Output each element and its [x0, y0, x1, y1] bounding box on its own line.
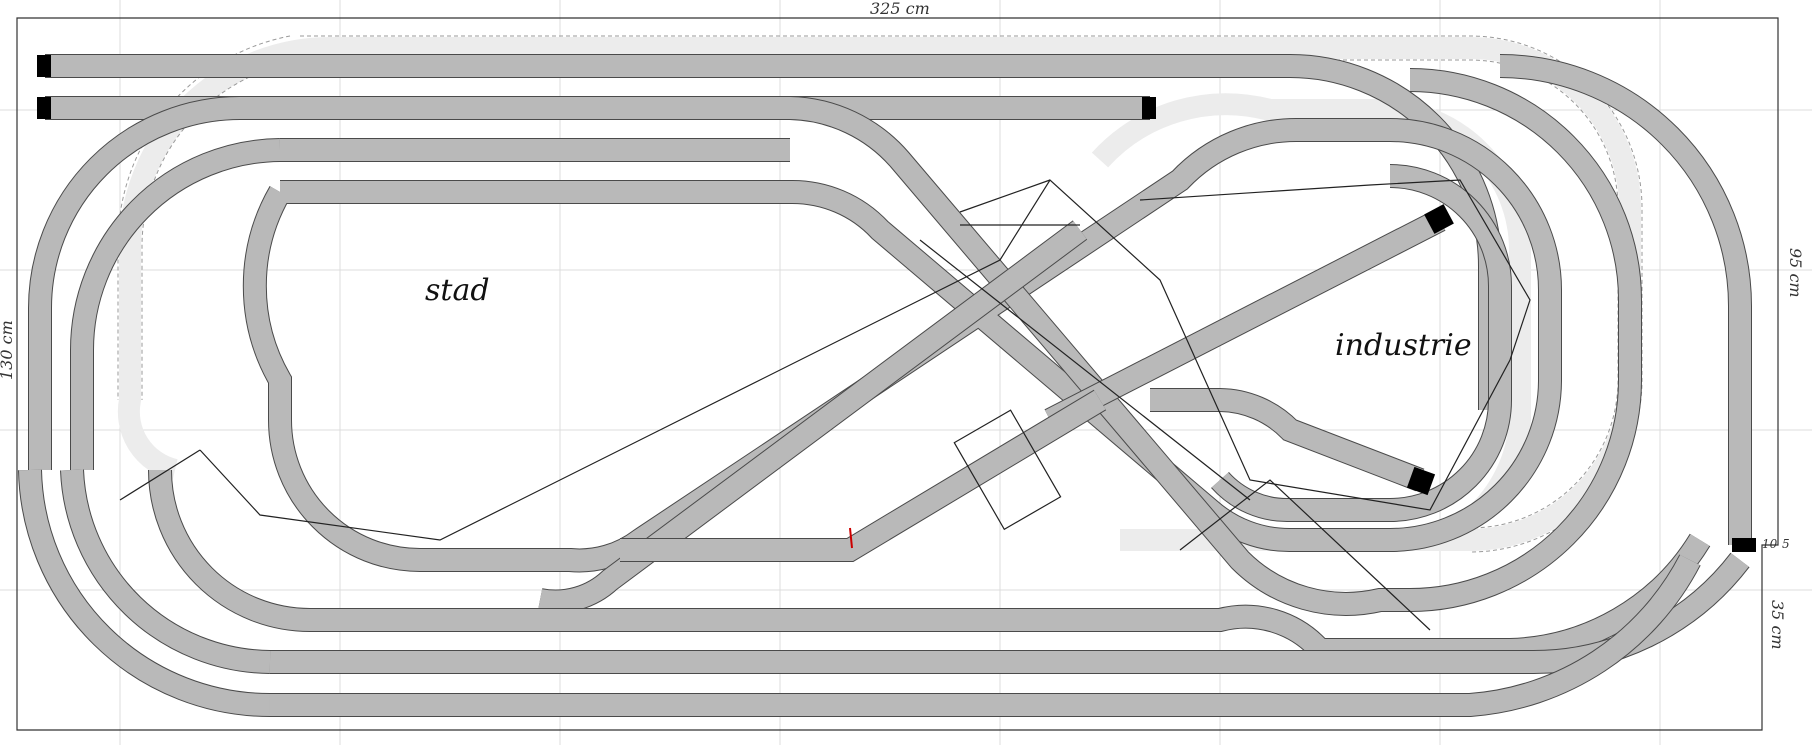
buffer-stop	[1406, 466, 1436, 496]
scenery-outlines	[119, 179, 1531, 631]
right-lower-dimension-label: 35 cm	[1768, 600, 1787, 650]
height-dimension-label: 130 cm	[0, 320, 16, 380]
buffer-stop	[37, 55, 51, 77]
width-dimension-label: 325 cm	[870, 0, 930, 18]
buffer-stop	[1424, 204, 1454, 234]
city-area-label: stad	[425, 273, 490, 308]
right-upper-dimension-label: 95 cm	[1786, 248, 1805, 298]
baseboard-outline	[16, 17, 1779, 731]
buffer-stop	[1142, 97, 1156, 119]
main-tracks	[18, 54, 1752, 717]
buffer-stops	[37, 55, 1756, 552]
right-small-dimension-a: 10	[1762, 537, 1778, 551]
industry-area-label: industrie	[1335, 328, 1472, 363]
buffer-stop	[37, 97, 51, 119]
signal-marker	[849, 527, 853, 549]
buffer-stop	[1732, 538, 1756, 552]
right-small-dimension-b: 5	[1782, 537, 1790, 551]
